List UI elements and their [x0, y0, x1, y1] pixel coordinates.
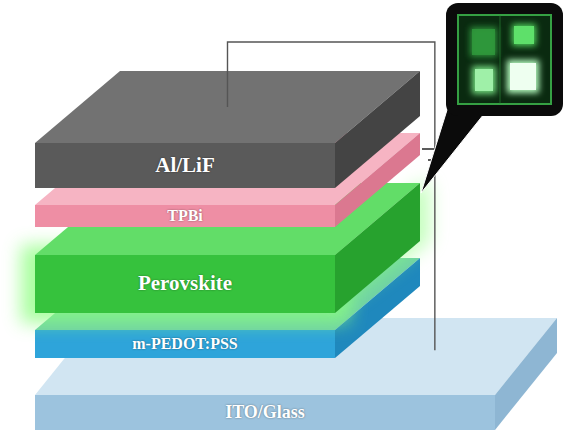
device-pixel — [475, 69, 493, 91]
slab-side — [335, 71, 420, 188]
layer-face: ITO/Glass — [35, 395, 495, 430]
slab-front — [35, 143, 335, 188]
device-pixel — [470, 27, 497, 57]
slab-front — [35, 255, 335, 313]
layer-label: Perovskite — [138, 272, 232, 295]
device-pixel — [472, 29, 495, 55]
device-pixel — [507, 60, 539, 93]
layer-label: TPBi — [167, 207, 203, 225]
layer-label: ITO/Glass — [225, 403, 305, 423]
callout-frame — [446, 3, 563, 116]
emission-glow — [21, 245, 349, 323]
device-pixel — [514, 26, 534, 44]
layer-label: Al/LiF — [155, 154, 215, 177]
device-pixel — [510, 63, 536, 90]
layer-label: m-PEDOT:PSS — [132, 335, 237, 353]
device-pixel — [512, 24, 536, 46]
slab-front — [35, 395, 495, 430]
device-substrate — [458, 15, 551, 104]
slab-front — [35, 330, 335, 358]
layer-face: Al/LiF — [35, 143, 335, 188]
slab-side — [495, 318, 557, 430]
device-pixel — [472, 66, 496, 94]
circuit-wire — [228, 42, 435, 350]
layer-face: TPBi — [35, 205, 335, 227]
slab-front — [35, 205, 335, 227]
layer-face: m-PEDOT:PSS — [35, 330, 335, 358]
layer-face: Perovskite — [35, 255, 335, 313]
device-edge — [500, 15, 501, 104]
